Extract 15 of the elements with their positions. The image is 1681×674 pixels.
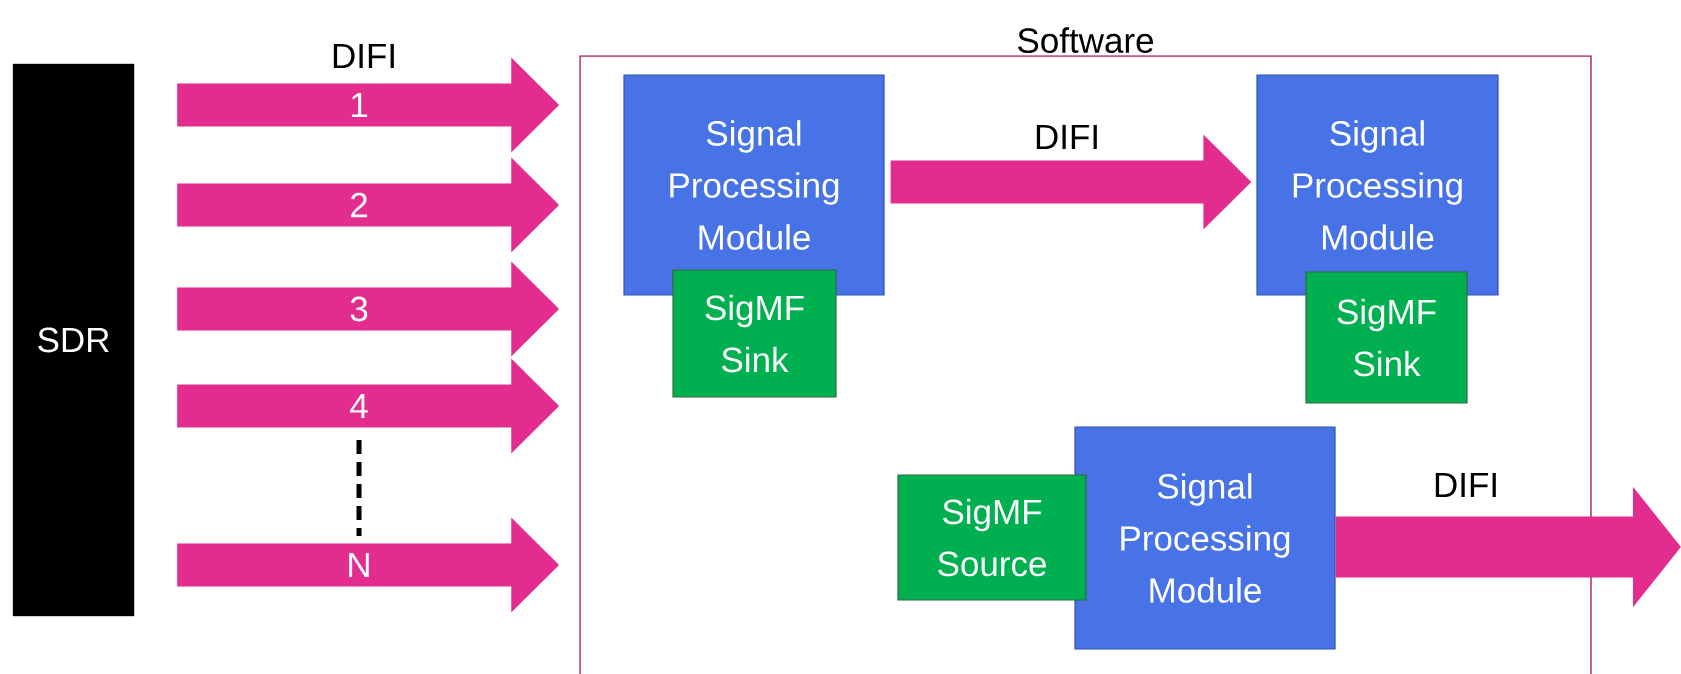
edge-label: DIFI xyxy=(1036,124,1097,150)
edge-label: 2 xyxy=(351,192,367,218)
module-box: Signal Processing Module xyxy=(1256,74,1499,296)
sigmf-box: SigMF Source xyxy=(897,474,1087,601)
node-label: Software xyxy=(1018,27,1154,54)
edge-label: 1 xyxy=(351,92,368,118)
module-box: Signal Processing Module xyxy=(1074,426,1336,650)
sigmf-box: SigMF Sink xyxy=(672,269,837,398)
sigmf-box: SigMF Sink xyxy=(1305,271,1468,404)
edge-label: DIFI xyxy=(1435,472,1496,498)
signal-label: DIFI xyxy=(333,43,394,69)
edge-label: N xyxy=(349,552,369,578)
edge-label: 4 xyxy=(350,393,368,419)
edge-label: 3 xyxy=(350,296,368,322)
sdr-bar: SDR xyxy=(12,63,135,617)
